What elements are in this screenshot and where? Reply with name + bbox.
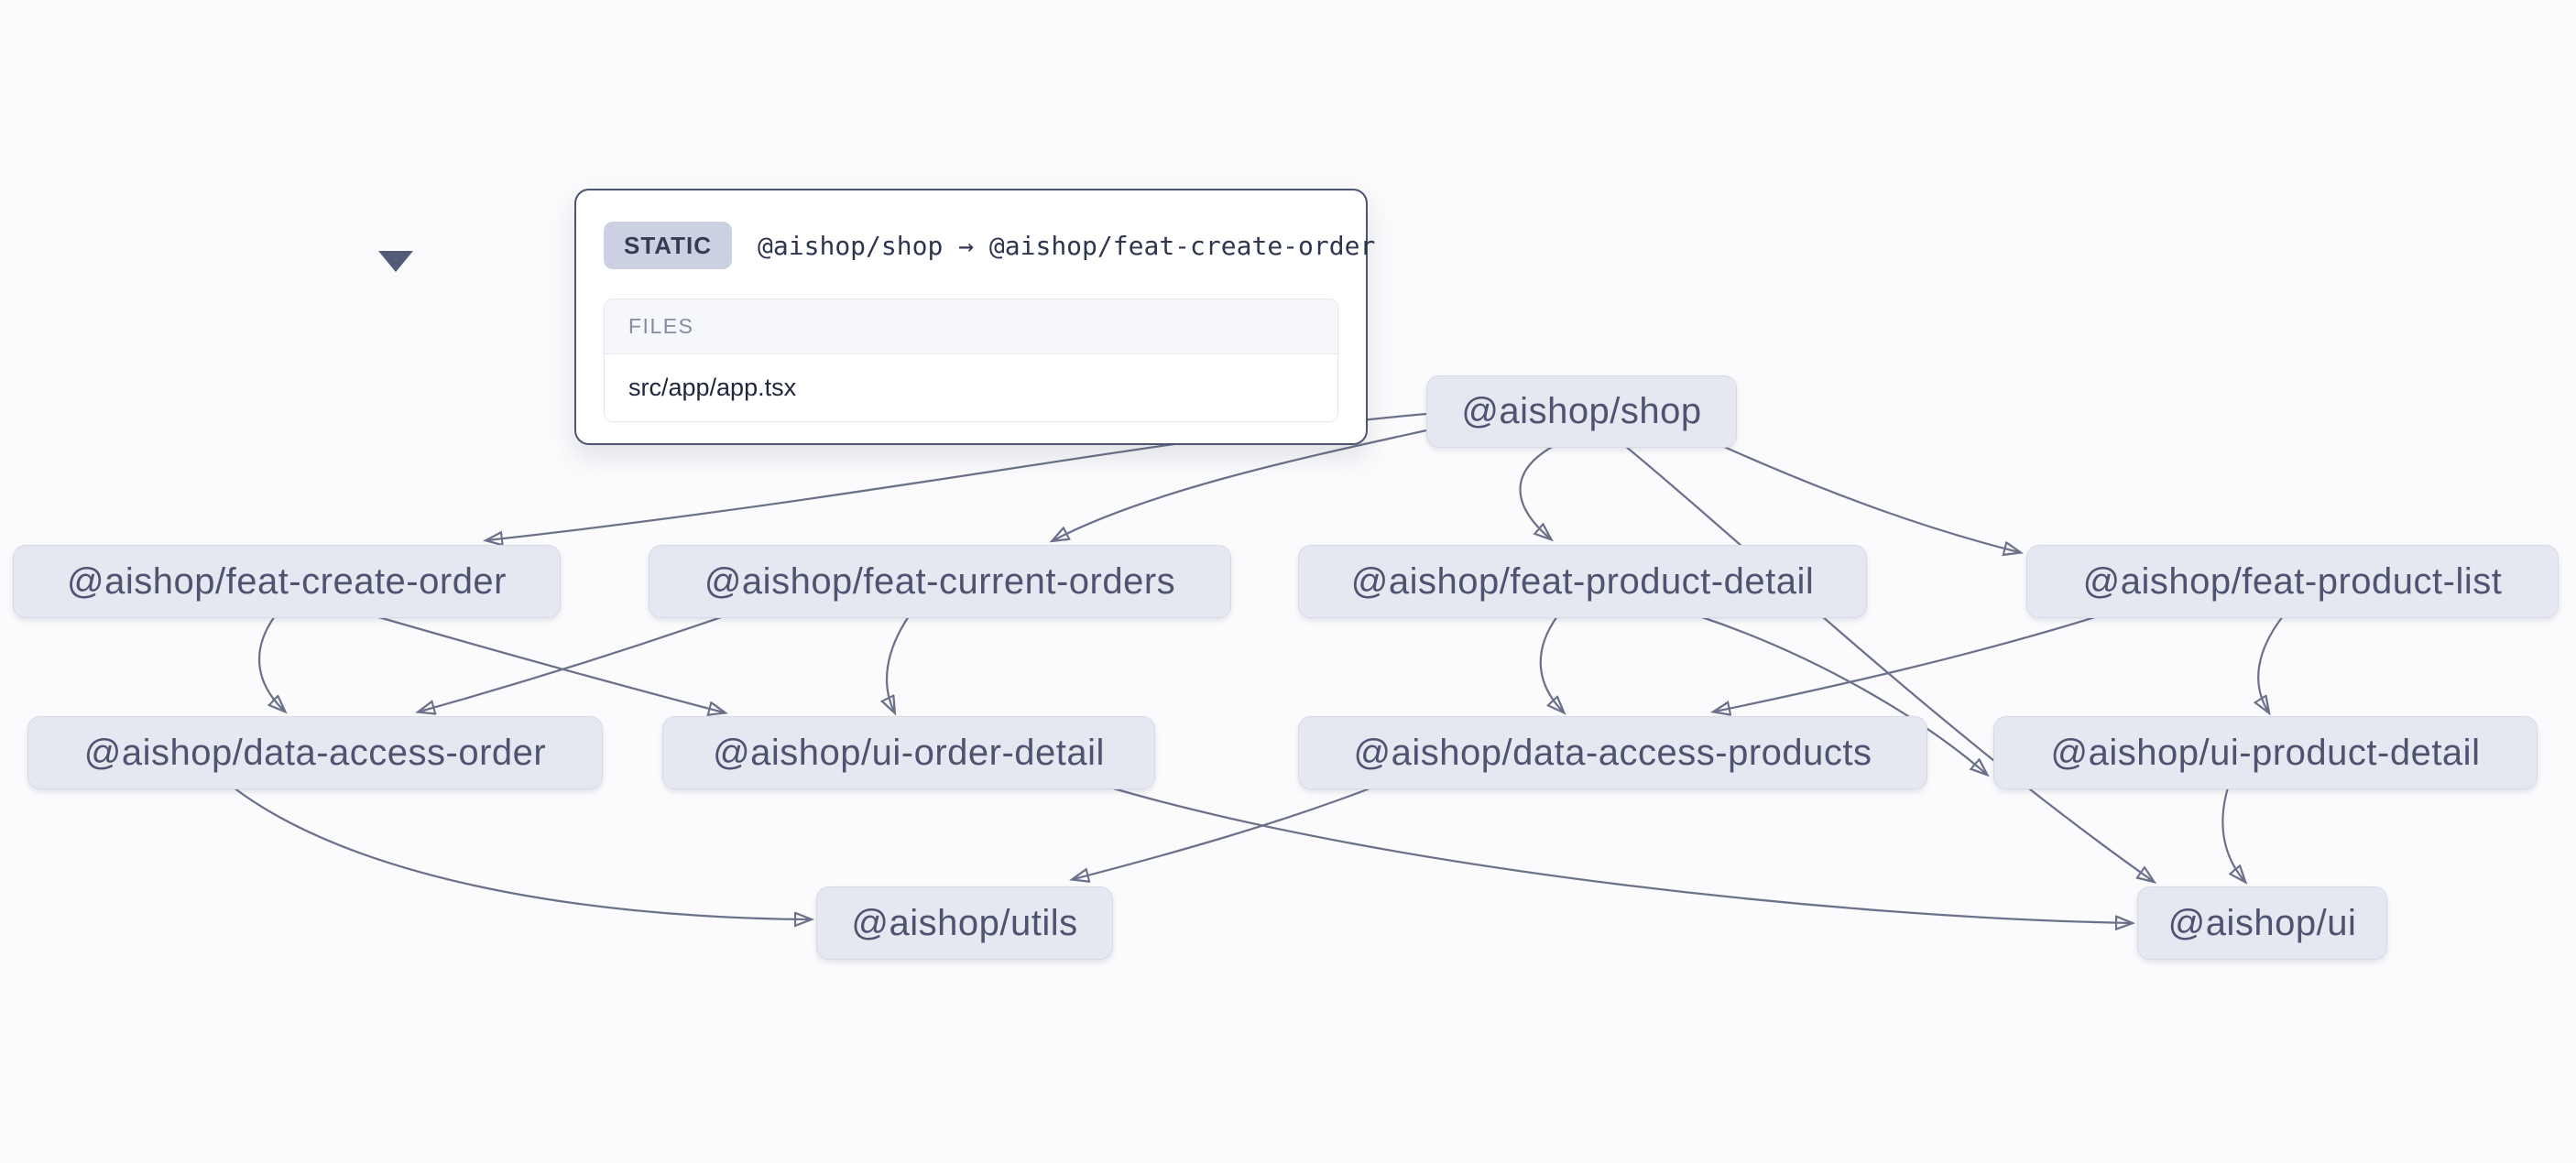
node-aishop-shop[interactable]: @aishop/shop — [1426, 375, 1737, 448]
edge-relation-text: @aishop/shop → @aishop/feat-create-order — [758, 230, 1376, 261]
edge-feat-product-detail-data-access-products[interactable] — [1539, 615, 1563, 712]
node-aishop-data-access-products[interactable]: @aishop/data-access-products — [1298, 716, 1927, 789]
edge-feat-product-list-data-access-products[interactable] — [1715, 614, 2099, 712]
node-label: @aishop/data-access-order — [83, 732, 547, 773]
edge-shop-feat-current-orders[interactable] — [1053, 429, 1427, 540]
edge-shop-ui[interactable] — [1624, 445, 2153, 881]
edge-shop-feat-product-list[interactable] — [1721, 444, 2019, 552]
node-label: @aishop/feat-create-order — [67, 560, 507, 602]
node-label: @aishop/feat-product-detail — [1350, 560, 1815, 602]
edge-ui-product-detail-ui[interactable] — [2221, 787, 2244, 881]
node-aishop-feat-product-list[interactable]: @aishop/feat-product-list — [2026, 545, 2559, 618]
node-aishop-ui-order-detail[interactable]: @aishop/ui-order-detail — [662, 716, 1155, 789]
node-aishop-utils[interactable]: @aishop/utils — [816, 886, 1113, 960]
edge-data-access-order-utils[interactable] — [233, 787, 810, 919]
static-badge: STATIC — [604, 222, 733, 269]
node-label: @aishop/data-access-products — [1353, 732, 1872, 773]
edge-feat-current-orders-data-access-order[interactable] — [420, 614, 725, 712]
edge-feat-current-orders-ui-order-detail[interactable] — [887, 615, 910, 712]
node-aishop-feat-create-order[interactable]: @aishop/feat-create-order — [13, 545, 561, 618]
edge-feat-product-list-ui-product-detail[interactable] — [2258, 615, 2284, 712]
node-aishop-ui-product-detail[interactable]: @aishop/ui-product-detail — [1993, 716, 2538, 789]
tooltip-header: STATIC @aishop/shop → @aishop/feat-creat… — [604, 216, 1375, 275]
node-aishop-data-access-order[interactable]: @aishop/data-access-order — [27, 716, 603, 789]
edge-tooltip: STATIC @aishop/shop → @aishop/feat-creat… — [574, 189, 1375, 445]
file-path: src/app/app.tsx — [605, 354, 1337, 421]
node-aishop-feat-current-orders[interactable]: @aishop/feat-current-orders — [649, 545, 1231, 618]
edge-ui-order-detail-ui[interactable] — [1109, 786, 2131, 923]
node-label: @aishop/utils — [851, 902, 1078, 943]
node-label: @aishop/ui-product-detail — [2050, 732, 2481, 773]
node-label: @aishop/feat-product-list — [2082, 560, 2503, 602]
node-label: @aishop/feat-current-orders — [704, 560, 1176, 602]
edge-shop-feat-product-detail[interactable] — [1519, 445, 1555, 538]
edge-feat-product-detail-ui-product-detail[interactable] — [1698, 614, 1986, 774]
edge-feat-create-order-ui-order-detail[interactable] — [375, 614, 724, 712]
tooltip-caret-icon — [378, 251, 413, 272]
files-label: FILES — [605, 299, 1337, 354]
node-label: @aishop/ui-order-detail — [713, 732, 1105, 773]
node-label: @aishop/shop — [1461, 391, 1702, 431]
files-box: FILES src/app/app.tsx — [604, 299, 1338, 422]
node-label: @aishop/ui — [2167, 902, 2357, 943]
node-aishop-ui[interactable]: @aishop/ui — [2137, 886, 2387, 960]
edge-feat-create-order-data-access-order[interactable] — [257, 615, 284, 711]
edge-data-access-products-utils[interactable] — [1074, 786, 1373, 879]
node-aishop-feat-product-detail[interactable]: @aishop/feat-product-detail — [1298, 545, 1867, 618]
